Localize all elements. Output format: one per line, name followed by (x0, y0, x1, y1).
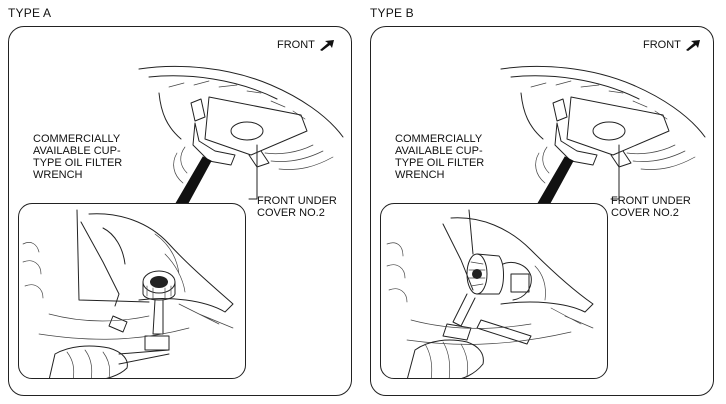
type-b-label: TYPE B (370, 6, 414, 20)
inset-detail-b (380, 203, 608, 379)
type-a-label: TYPE A (8, 6, 52, 20)
inset-illustration-b (386, 209, 594, 378)
front-label: FRONT (643, 39, 681, 51)
arrow-up-right-icon (319, 40, 334, 51)
wrench-label-a: COMMERCIALLY AVAILABLE CUP- TYPE OIL FIL… (33, 133, 123, 181)
inset-detail-a (18, 203, 246, 379)
inset-illustration-a (22, 209, 234, 378)
panel-type-a: FRONT COMMERCIALLY AVAILABLE CUP- TYPE O… (8, 26, 352, 396)
overview-illustration-b (500, 65, 706, 206)
cover-label-a: FRONT UNDER COVER NO.2 (257, 195, 337, 219)
front-label: FRONT (277, 39, 315, 51)
front-indicator-a: FRONT (277, 39, 335, 51)
cover-label-b: FRONT UNDER COVER NO.2 (611, 195, 691, 219)
wrench-label-b: COMMERCIALLY AVAILABLE CUP- TYPE OIL FIL… (395, 133, 485, 181)
arrow-up-right-icon (685, 40, 700, 51)
front-indicator-b: FRONT (643, 39, 701, 51)
overview-illustration-a (138, 65, 344, 206)
panel-type-b: FRONT COMMERCIALLY AVAILABLE CUP- TYPE O… (370, 26, 714, 396)
